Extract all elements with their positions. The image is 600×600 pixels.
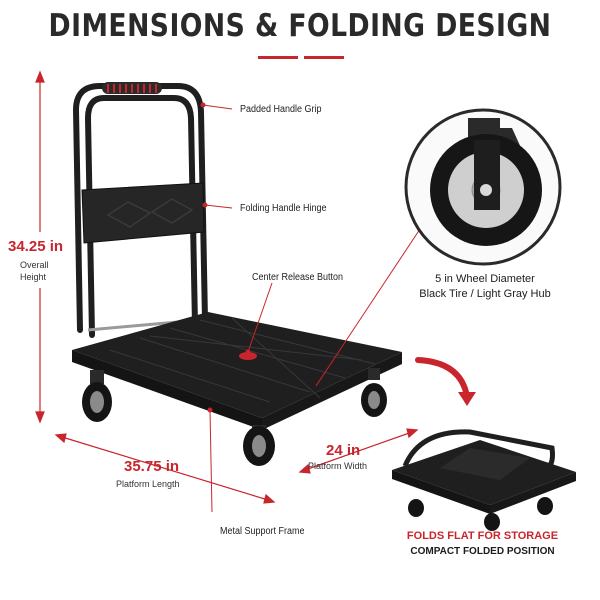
width-dimension-arrow: [298, 428, 419, 474]
folds-flat-headline: FOLDS FLAT FOR STORAGE: [406, 530, 559, 542]
height-dimension-arrow: [35, 70, 45, 424]
wheel-diameter-text: 5 in Wheel Diameter: [435, 273, 535, 285]
wheel-material-text: Black Tire / Light Gray Hub: [419, 288, 551, 300]
handle-grip-callout: Padded Handle Grip: [240, 104, 322, 115]
cart-platform: [72, 312, 402, 430]
callout-leaders: [200, 102, 425, 513]
wheel-spec: 5 in Wheel Diameter Black Tire / Light G…: [400, 272, 570, 302]
grip-texture: [107, 84, 157, 93]
folding-hinge-panel: [81, 182, 205, 244]
page-title: DIMENSIONS & FOLDING DESIGN: [48, 8, 552, 44]
width-value: 24 in: [326, 442, 361, 459]
release-button-callout: Center Release Button: [252, 272, 344, 283]
support-frame-callout: Metal Support Frame: [220, 526, 305, 537]
width-label: Platform Width: [308, 461, 368, 471]
folded-cart: [392, 429, 576, 531]
center-release-button: [239, 352, 257, 360]
length-value: 35.75 in: [124, 458, 180, 475]
wheel-detail-inset: [404, 108, 562, 266]
fold-arrow: [415, 357, 476, 406]
height-label-line1: Overall: [20, 260, 49, 270]
title-underline-left: [258, 56, 298, 59]
height-value: 34.25 in: [8, 238, 64, 255]
length-dimension-arrow: [54, 433, 276, 504]
handle-hinge-callout: Folding Handle Hinge: [240, 203, 327, 214]
cart-wheels: [82, 368, 387, 466]
compact-position-subline: COMPACT FOLDED POSITION: [410, 546, 555, 557]
height-label-line2: Height: [20, 272, 47, 282]
length-label: Platform Length: [116, 479, 180, 489]
title-underline-right: [304, 56, 344, 59]
